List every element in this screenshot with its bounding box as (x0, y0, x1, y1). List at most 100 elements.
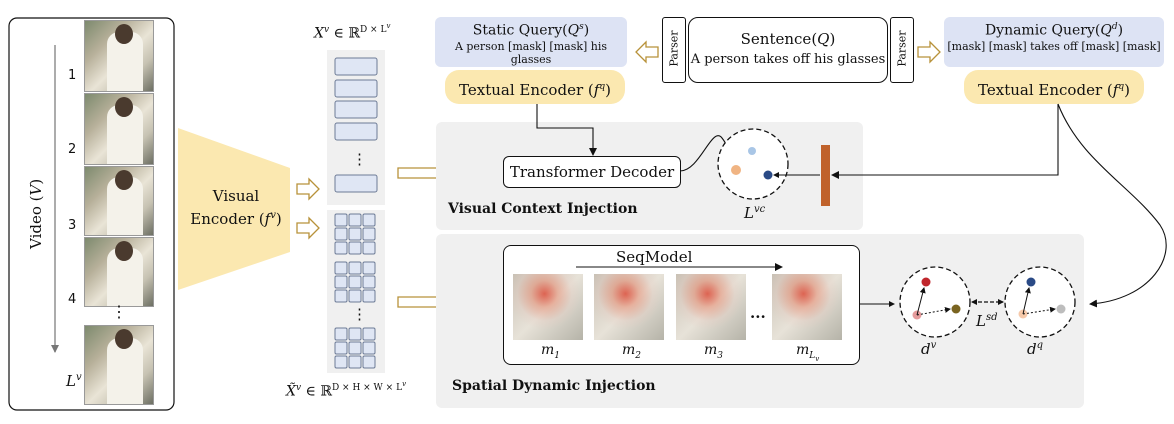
mask-frame (594, 274, 664, 340)
dynamic-encoder-to-dq-curve (1057, 103, 1167, 308)
feature-grid-cell (334, 341, 348, 355)
visual-encoder-label: Visual Encoder (fv) (190, 187, 282, 228)
feature-grid-cell (348, 327, 362, 341)
feature-grid-cell (362, 261, 376, 275)
vc-dot-navy (763, 170, 773, 180)
mask-ellipsis: ... (750, 304, 766, 322)
feature-grid-cell (362, 275, 376, 289)
feature-grid-cell (348, 355, 362, 369)
transformer-decoder-box: Transformer Decoder (503, 156, 681, 188)
feature-grid-cell (334, 213, 348, 227)
video-frame-number: 1 (68, 68, 77, 83)
feature-token (334, 122, 378, 141)
feature-token (334, 79, 378, 98)
sentence-box: Sentence(Q) A person takes off his glass… (688, 17, 888, 83)
video-frame-number: 2 (68, 142, 77, 157)
video-frame (84, 166, 154, 236)
mask-frame (676, 274, 746, 340)
parser-to-dynamic-arrow (917, 40, 941, 64)
feature-grid-cell (362, 241, 376, 255)
dv-vector-right (916, 306, 951, 316)
video-length-label: Lv (66, 372, 82, 390)
video-frame (84, 93, 154, 165)
textual-encoder-right: Textual Encoder (fq) (964, 70, 1144, 104)
dynamic-query-embedding-bar (821, 145, 830, 206)
feature-grid-cell (348, 275, 362, 289)
feature-token (334, 57, 378, 76)
feature-top-label: Xv ∈ ℝD × Lv (314, 22, 391, 42)
dq-circle (1004, 266, 1076, 338)
video-panel-border (8, 17, 175, 411)
grid-ellipsis: ⋮ (352, 305, 367, 323)
feature-grid-cell (348, 227, 362, 241)
token-stack (334, 57, 378, 193)
parser-to-static-arrow (635, 40, 659, 64)
text-encoder-to-decoder-line (536, 104, 597, 156)
feature-token (334, 100, 378, 119)
video-frame-number: 4 (68, 292, 77, 307)
feature-grid-cell (362, 327, 376, 341)
video-frame (84, 20, 154, 92)
mask-label: m2 (622, 342, 642, 361)
token-ellipsis: ⋮ (352, 150, 367, 168)
video-ellipsis: ⋮ (111, 302, 127, 321)
dv-label: dv (921, 340, 937, 358)
feature-grid-cell (362, 289, 376, 303)
feature-grid-cell (334, 327, 348, 341)
dynamic-encoder-to-bar-line (831, 104, 1059, 179)
mask-label: m3 (704, 342, 724, 361)
parser-right: Parser (890, 17, 914, 83)
feature-grid-cell (362, 355, 376, 369)
video-frame-number: 3 (68, 218, 77, 233)
dv-vector-up (916, 287, 926, 316)
feature-grid-cell (334, 355, 348, 369)
spatial-dynamic-title: Spatial Dynamic Injection (452, 378, 656, 394)
feature-grid-cell (348, 261, 362, 275)
video-frame (84, 237, 154, 307)
loss-vc-label: Lvc (744, 204, 766, 222)
mask-label: m1 (541, 342, 561, 361)
feature-grid-cell (334, 275, 348, 289)
dv-circle (899, 266, 971, 338)
mask-frame (513, 274, 583, 340)
feature-grid-cell (362, 227, 376, 241)
dq-label: dq (1027, 340, 1044, 358)
textual-encoder-left: Textual Encoder (fq) (445, 70, 625, 104)
visual-context-title: Visual Context Injection (448, 201, 638, 217)
feature-grid-cell (334, 289, 348, 303)
dv-dot-olive (951, 304, 961, 314)
feature-grid-cell (348, 341, 362, 355)
feature-grid-cell (334, 261, 348, 275)
vc-dot-lightblue (748, 147, 756, 155)
dq-vector-up (1022, 287, 1031, 315)
mask-frame (772, 274, 842, 340)
mask-label: mLv (796, 342, 820, 363)
vc-embedding-circle (717, 128, 789, 200)
feature-grid-cell (348, 241, 362, 255)
dv-dot-red (921, 277, 931, 287)
video-frame (84, 325, 154, 405)
static-query-box: Static Query(Qs) A person [mask] [mask] … (435, 17, 627, 67)
dq-vector-right (1022, 306, 1056, 315)
feature-grid-cell (334, 241, 348, 255)
visual-encoder-shape (178, 128, 290, 290)
feature-grid-cell (348, 213, 362, 227)
feature-token (334, 174, 378, 193)
encoder-to-tokens-arrow (296, 177, 320, 201)
feature-grid-cell (348, 289, 362, 303)
parser-left: Parser (662, 17, 686, 83)
dq-dot-gray (1056, 304, 1066, 314)
encoder-to-grids-arrow (296, 216, 320, 240)
seqmodel-label: SeqModel (616, 248, 693, 266)
feature-grid-cell (334, 227, 348, 241)
feature-grid-cell (362, 213, 376, 227)
feature-bottom-label: X̃v ∈ ℝD × H × W × Lv (286, 380, 407, 400)
feature-grid-cell (362, 341, 376, 355)
grid-stack (334, 213, 376, 369)
dynamic-query-box: Dynamic Query(Qd) [mask] [mask] takes of… (944, 17, 1164, 67)
vc-dot-orange (731, 165, 741, 175)
loss-sd-label: Lsd (976, 312, 998, 330)
dq-dot-navy (1026, 277, 1036, 287)
